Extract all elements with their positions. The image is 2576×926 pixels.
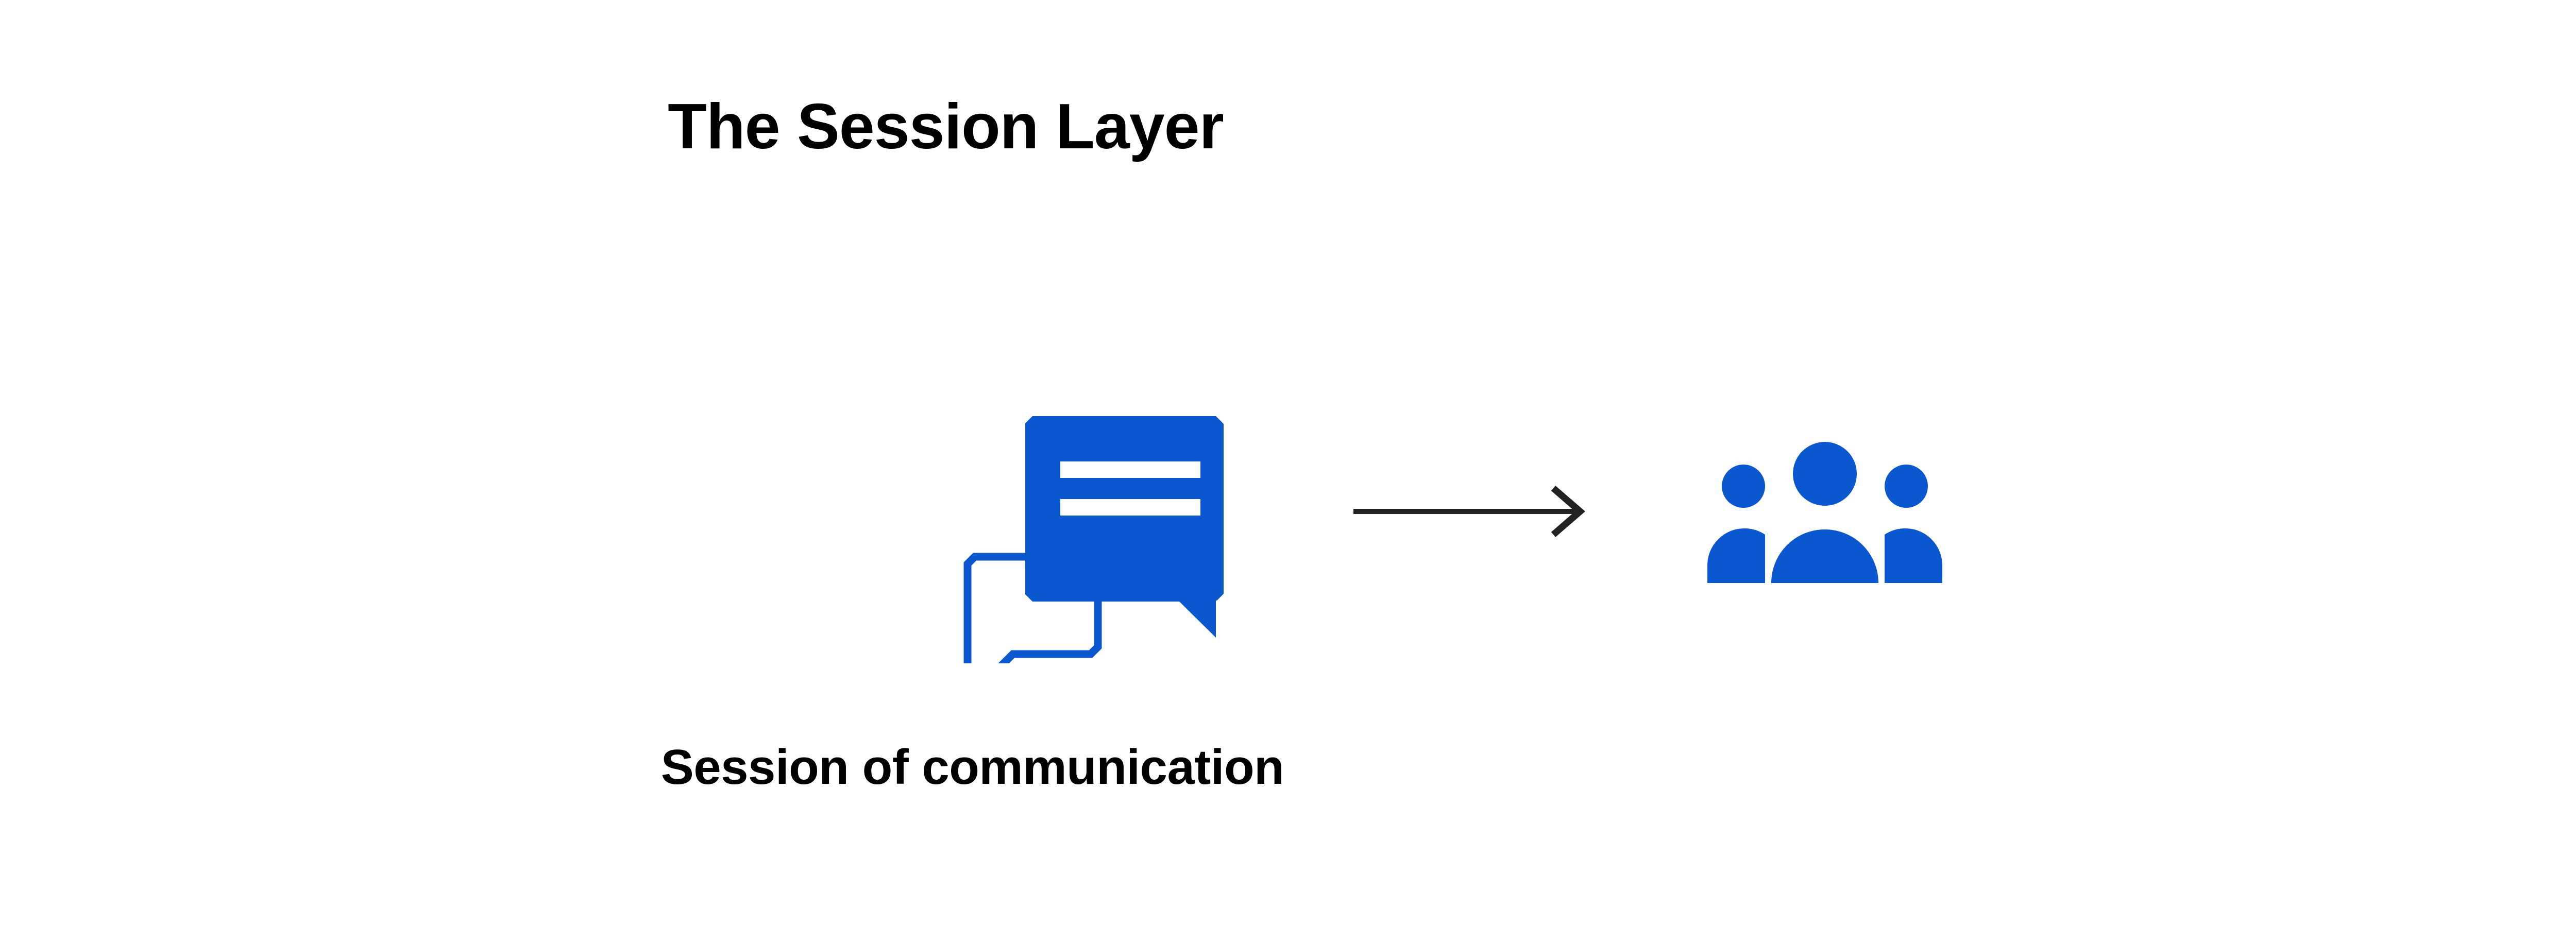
arrow-right-icon bbox=[1347, 484, 1595, 542]
arrow-head bbox=[1551, 486, 1585, 537]
person-left-body bbox=[1707, 528, 1765, 583]
person-left-head bbox=[1722, 465, 1765, 508]
person-right-body bbox=[1885, 528, 1942, 583]
chat-bubbles-icon bbox=[959, 416, 1232, 663]
people-group-icon bbox=[1698, 437, 1952, 583]
chat-message-line-2 bbox=[1060, 499, 1200, 516]
page-title: The Session Layer bbox=[0, 92, 2576, 162]
chat-message-line-1 bbox=[1060, 461, 1200, 478]
diagram-caption-text: Session of communication bbox=[660, 740, 1284, 795]
person-center-head bbox=[1793, 442, 1857, 506]
diagram-caption: Session of communication bbox=[0, 738, 2576, 797]
person-center-body bbox=[1771, 529, 1878, 583]
page-title-text: The Session Layer bbox=[668, 91, 1224, 162]
chat-bubble-filled-shape bbox=[1025, 416, 1224, 638]
person-right-head bbox=[1885, 465, 1928, 508]
